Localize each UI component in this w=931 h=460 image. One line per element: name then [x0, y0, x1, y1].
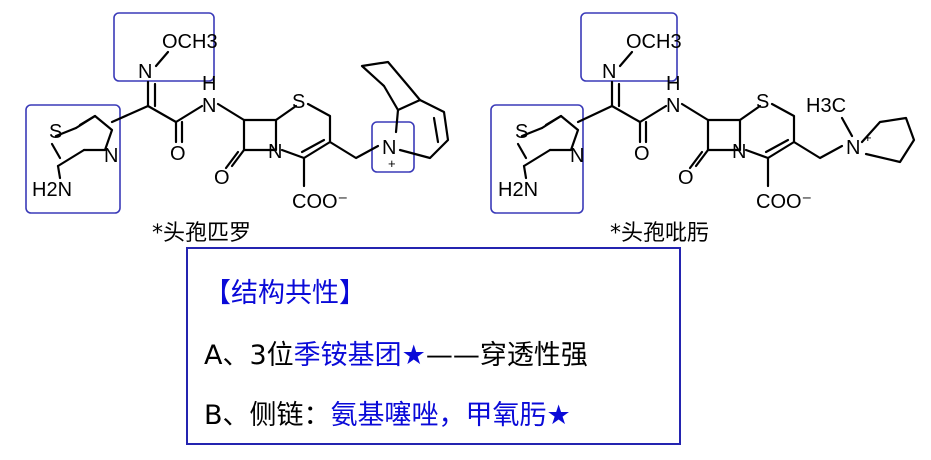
- line-a-prefix: A、3位: [204, 340, 294, 371]
- svg-text:O: O: [678, 167, 694, 189]
- cefpirome-structure: S N H2N N OCH3 O N H O N S COO⁻ N +: [25, 12, 450, 214]
- line-a: A、3位季铵基团★——穿透性强: [204, 333, 588, 372]
- aminothiazole-highlight-box-right: [490, 104, 584, 214]
- svg-text:+: +: [864, 130, 872, 145]
- svg-text:H: H: [202, 73, 216, 95]
- amine-label: H2N: [32, 179, 72, 201]
- right-molecule-name: *头孢吡肟: [610, 221, 709, 246]
- line-a-highlight: 季铵基团★: [293, 340, 426, 371]
- svg-text:+: +: [388, 156, 396, 171]
- left-molecule-name: *头孢匹罗: [152, 221, 251, 246]
- quaternary-n-highlight-box: [371, 121, 415, 173]
- methoxyimino-highlight-box: [113, 12, 215, 82]
- panel-heading: 【结构共性】: [204, 278, 366, 309]
- svg-text:N: N: [570, 145, 584, 167]
- methoxyimino-highlight-box-right: [580, 12, 678, 82]
- methoxy-label-right: OCH3: [626, 31, 682, 53]
- cefepime-structure: S N H2N N OCH3 O N H O N S COO⁻ N + H: [490, 12, 916, 214]
- svg-text:N: N: [732, 141, 746, 163]
- amine-label-right: H2N: [498, 179, 538, 201]
- svg-text:S: S: [515, 121, 528, 143]
- svg-text:H: H: [666, 73, 680, 95]
- aminothiazole-highlight-box: [25, 104, 121, 214]
- svg-text:N: N: [666, 95, 680, 117]
- svg-text:N: N: [202, 95, 216, 117]
- line-b: B、侧链：氨基噻唑，甲氧肟★: [204, 393, 571, 432]
- svg-text:N: N: [846, 137, 860, 159]
- structure-diagram: S N H2N N OCH3 O N H O N S COO⁻ N +: [25, 12, 916, 246]
- svg-text:O: O: [634, 143, 650, 165]
- line-a-suffix: ——穿透性强: [425, 340, 588, 371]
- svg-text:N: N: [268, 141, 282, 163]
- svg-text:O: O: [214, 167, 230, 189]
- svg-text:O: O: [170, 143, 186, 165]
- line-b-highlight: 氨基噻唑，甲氧肟★: [330, 400, 571, 431]
- methoxy-label: OCH3: [162, 31, 218, 53]
- carboxylate-label-right: COO⁻: [756, 191, 812, 213]
- svg-text:S: S: [292, 91, 305, 113]
- carboxylate-label: COO⁻: [292, 191, 348, 213]
- svg-text:S: S: [756, 91, 769, 113]
- line-b-prefix: B、侧链：: [204, 400, 331, 431]
- svg-text:N: N: [602, 61, 616, 83]
- svg-text:S: S: [49, 121, 62, 143]
- svg-text:N: N: [138, 61, 152, 83]
- svg-text:N: N: [382, 137, 396, 159]
- common-features-panel: 【结构共性】 A、3位季铵基团★——穿透性强 B、侧链：氨基噻唑，甲氧肟★: [186, 247, 681, 445]
- methyl-label: H3C: [806, 95, 846, 117]
- svg-text:N: N: [104, 145, 118, 167]
